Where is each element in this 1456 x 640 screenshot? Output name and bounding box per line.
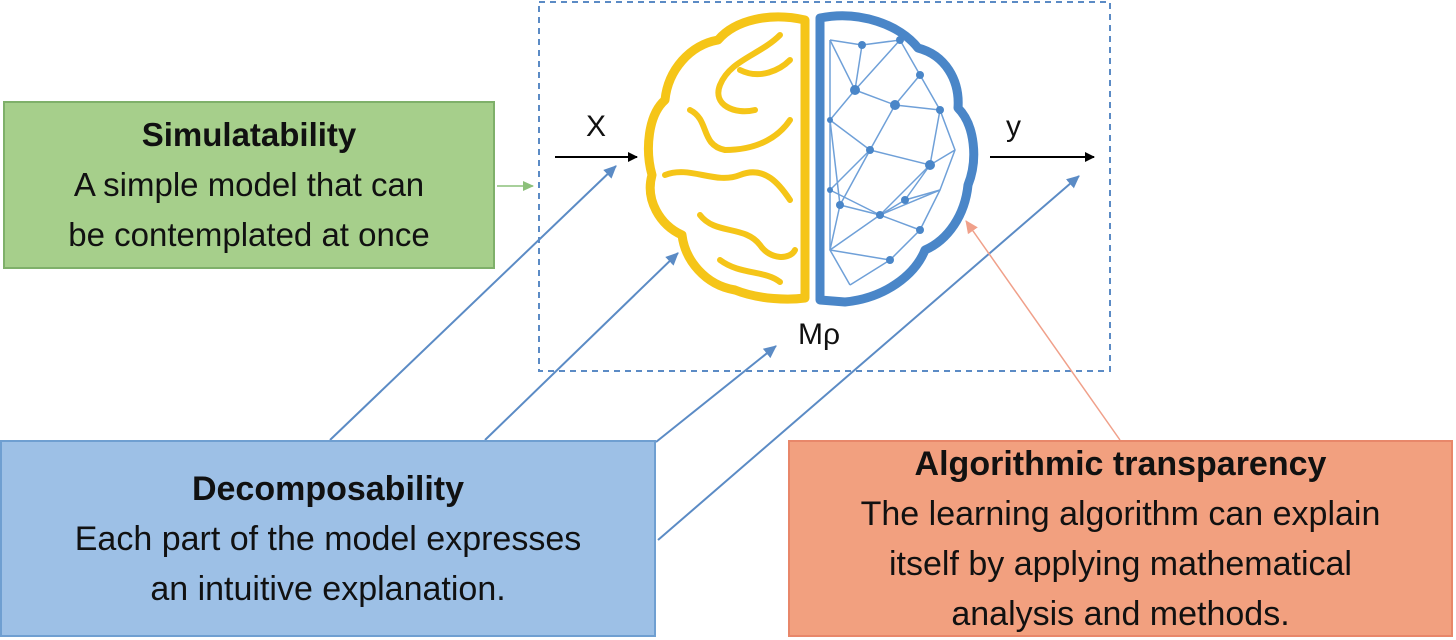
algorithmic-transparency-line-3: analysis and methods. [951,594,1290,633]
decomposability-arrow-model [655,345,777,443]
decomposability-box: Decomposability Each part of the model e… [0,440,656,637]
simulatability-line-1: A simple model that can [73,166,425,203]
simulatability-box: Simulatability A simple model that can b… [3,101,495,269]
input-label: X [586,110,607,143]
algorithmic-transparency-title: Algorithmic transparency [914,444,1327,483]
algorithmic-transparency-box: Algorithmic transparency The learning al… [788,440,1453,637]
output-label: y [1006,110,1021,143]
simulatability-title: Simulatability [141,116,357,153]
decomposability-line-2: an intuitive explanation. [150,569,506,608]
algorithmic-transparency-arrow [965,220,1121,441]
decomposability-arrow-input [329,165,617,441]
simulatability-line-2: be contemplated at once [68,216,430,253]
decomposability-arrow-brain [484,252,679,441]
decomposability-line-1: Each part of the model expresses [74,519,582,558]
neural-network-icon [815,11,979,307]
model-label: Mρ [798,318,841,351]
algorithmic-transparency-line-1: The learning algorithm can explain [860,494,1381,533]
decomposability-title: Decomposability [191,469,465,508]
brain-icon [644,12,810,304]
model-frame [538,1,1111,372]
decomposability-arrow-output [657,175,1080,541]
algorithmic-transparency-line-2: itself by applying mathematical [888,544,1352,583]
